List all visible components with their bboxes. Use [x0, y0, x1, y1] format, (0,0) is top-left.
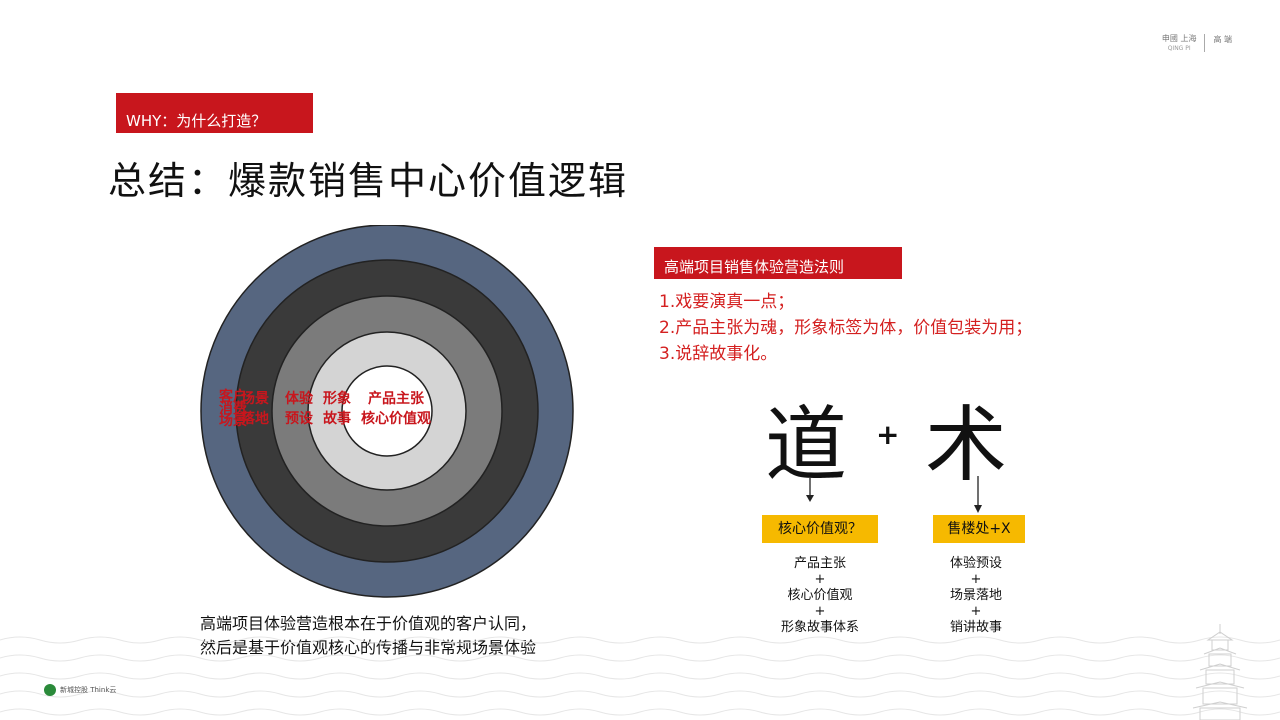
- dao-character: 道: [765, 398, 848, 493]
- center-label-2: 核心价值观: [361, 410, 431, 427]
- outer-label-3: 场景: [219, 413, 247, 429]
- logo-icon: [44, 684, 56, 696]
- rules-list: 1.戏要演真一点； 2.产品主张为魂，形象标签为体，价值包装为用； 3.说辞故事…: [659, 289, 1032, 367]
- sales-stack-item: 场景落地: [949, 588, 1002, 603]
- brand-left-line: 申國 上海: [1161, 34, 1197, 43]
- core-stack-item: 形象故事体系: [780, 620, 859, 635]
- page-title: 总结：爆款销售中心价值逻辑: [108, 159, 629, 203]
- brand-sub: QING PI: [1167, 45, 1191, 52]
- ring3-label-1: 体验: [285, 390, 314, 407]
- rule-item-3: 3.说辞故事化。: [659, 344, 778, 364]
- shu-character: 术: [925, 398, 1008, 493]
- core-value-box: 核心价值观？: [762, 515, 878, 543]
- arrow-down-icon: [806, 478, 814, 502]
- sales-stack: 体验预设 + 场景落地 + 销讲故事: [928, 556, 1024, 636]
- sales-stack-item: 体验预设: [949, 556, 1002, 571]
- ring-center: [341, 365, 433, 457]
- concentric-rings-diagram: 客户 消费 场景 场景 落地 体验 预设 形象 故事 产品主张 核心价值观: [200, 225, 574, 598]
- sales-office-box: 售楼处+X: [933, 515, 1025, 543]
- ring3-label-2: 预设: [285, 411, 314, 427]
- rules-tag: 高端项目销售体验营造法则: [654, 247, 902, 279]
- center-label-1: 产品主张: [368, 390, 425, 407]
- ring2-label-1: 场景: [241, 391, 269, 407]
- ring2-label-2: 落地: [241, 410, 269, 427]
- core-stack-item: +: [814, 572, 826, 587]
- outer-label-1: 客户: [218, 388, 247, 405]
- logo-text: 新城控股 Think云: [60, 686, 117, 694]
- arrow-down-icon: [974, 476, 982, 513]
- footer-logo: 新城控股 Think云: [44, 684, 116, 696]
- brand-right: 高 端: [1213, 35, 1232, 44]
- plus-sign: +: [876, 418, 900, 451]
- rule-item-2: 2.产品主张为魂，形象标签为体，价值包装为用；: [659, 318, 1033, 338]
- brand-mark: 申國 上海 QING PI 高 端: [1162, 34, 1232, 54]
- brand-left: 申國 上海 QING PI: [1162, 34, 1197, 54]
- outer-label-2: 消费: [219, 400, 247, 417]
- core-stack-item: 核心价值观: [787, 588, 853, 603]
- ring4-label-1: 形象: [323, 390, 351, 407]
- why-tag: WHY：为什么打造？: [116, 93, 313, 133]
- core-stack: 产品主张 + 核心价值观 + 形象故事体系: [760, 556, 880, 636]
- core-stack-item: 产品主张: [793, 556, 846, 571]
- pagoda-icon: [1192, 624, 1248, 720]
- core-stack-item: +: [814, 604, 826, 619]
- sales-stack-item: +: [970, 604, 982, 619]
- sales-stack-item: +: [970, 572, 982, 587]
- brand-divider: [1204, 34, 1206, 52]
- bottom-line-1: 高端项目体验营造根本在于价值观的客户认同，: [200, 614, 537, 633]
- rule-item-1: 1.戏要演真一点；: [659, 292, 795, 312]
- ring4-label-2: 故事: [323, 410, 351, 427]
- sales-stack-item: 销讲故事: [949, 620, 1002, 635]
- wave-pattern-background: [0, 636, 1280, 716]
